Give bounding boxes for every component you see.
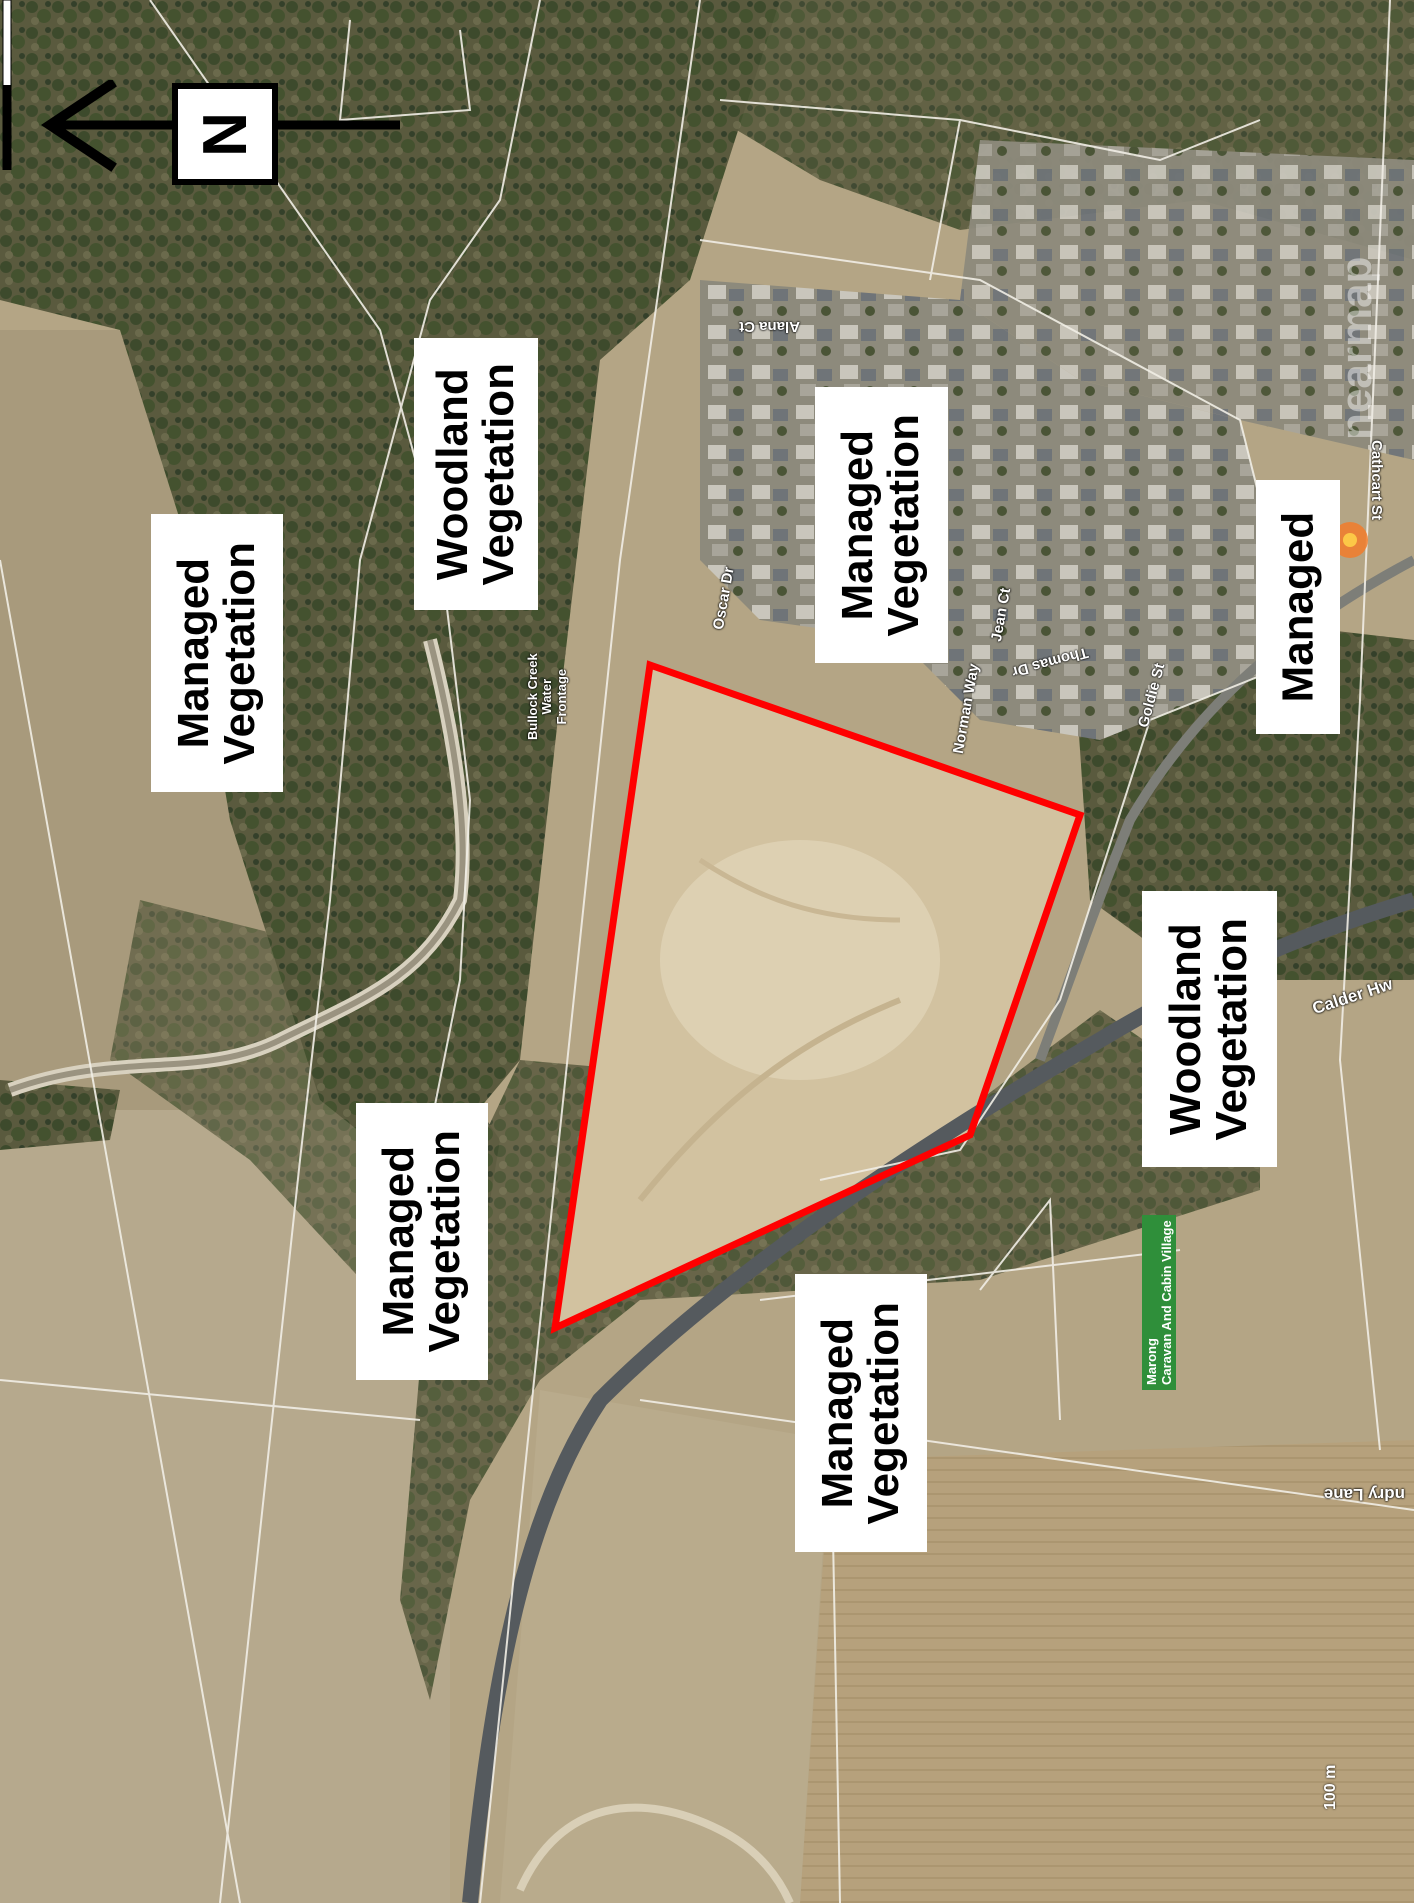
scale-bar-label: 100 m (1322, 1764, 1339, 1810)
street-cathcart-st: Cathcart St (1368, 440, 1385, 521)
creek-label: Bullock Creek Water Frontage (525, 653, 569, 740)
label-managed-vegetation-residential: Managed Vegetation (815, 387, 948, 663)
label-managed-vegetation-west: Managed Vegetation (151, 514, 283, 792)
north-indicator-box: N (172, 83, 278, 185)
label-woodland-vegetation-east: Woodland Vegetation (1142, 891, 1277, 1167)
scale-bar (2, 0, 12, 170)
label-managed-east: Managed (1256, 480, 1340, 734)
north-letter: N (190, 111, 260, 157)
label-woodland-vegetation-northwest: Woodland Vegetation (414, 338, 538, 610)
poi-marong-caravan[interactable]: Marong Caravan And Cabin Village (1142, 1215, 1176, 1390)
label-managed-vegetation-south: Managed Vegetation (795, 1274, 927, 1552)
site-boundary (550, 660, 1085, 1334)
street-alana-ct: Alana Ct (739, 318, 800, 335)
map-watermark: nearmap (1332, 256, 1381, 440)
label-managed-vegetation-southwest: Managed Vegetation (356, 1103, 488, 1380)
street-lane: ndry Lane (1323, 1485, 1405, 1504)
